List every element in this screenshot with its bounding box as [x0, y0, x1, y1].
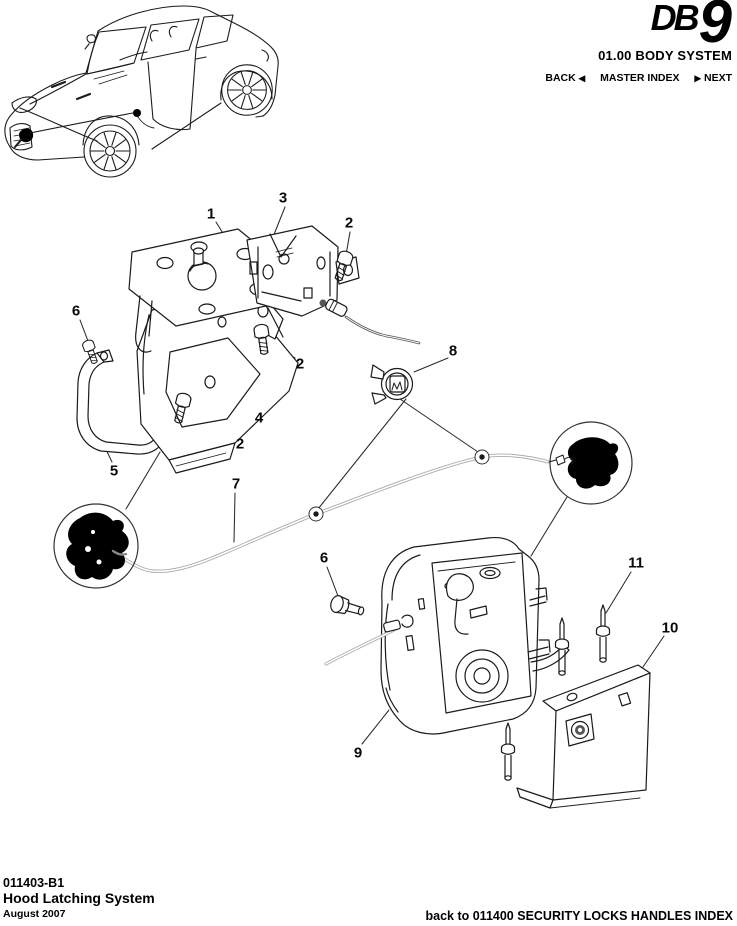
detail-circle-right: [548, 421, 633, 505]
callout-5: 5: [109, 462, 119, 480]
latch-cable-end: [319, 298, 421, 345]
page-header: DB 9 01.00 BODY SYSTEM BACK ◀ MASTER IND…: [492, 0, 732, 84]
footer-title-block: 011403-B1 Hood Latching System August 20…: [3, 876, 155, 921]
callout-3: 3: [278, 189, 288, 207]
hood-latch-location-marker: [14, 128, 34, 148]
part-1-latch-mounting-plate: [128, 228, 287, 353]
document-number: 011403-B1: [3, 875, 65, 890]
nav-bar: BACK ◀ MASTER INDEX ▶ NEXT: [492, 72, 732, 84]
cable-clip: [474, 449, 490, 465]
callout-2: 2: [235, 435, 245, 453]
db9-logo: DB 9: [492, 0, 732, 55]
next-arrow-icon: ▶: [694, 72, 702, 83]
back-arrow-icon: ◀: [578, 72, 586, 83]
part-8-grommet: [370, 364, 414, 405]
logo-db-text: DB: [650, 0, 700, 38]
part-10-mounting-bracket: [516, 664, 651, 809]
release-handle-location-marker: [133, 109, 141, 117]
back-button[interactable]: BACK ◀: [545, 72, 585, 84]
document-date: August 2007: [3, 908, 66, 921]
part-7-release-cable: [116, 449, 550, 574]
callout-1: 1: [206, 205, 216, 223]
back-button-label: BACK: [545, 72, 576, 84]
callout-6: 6: [71, 302, 81, 320]
detail-circle-left: [53, 503, 139, 589]
document-title: Hood Latching System: [3, 889, 155, 906]
callout-2: 2: [295, 355, 305, 373]
bolt-6a: [81, 338, 101, 366]
callout-6: 6: [319, 549, 329, 567]
callout-4: 4: [254, 409, 264, 427]
cable-clip: [308, 506, 324, 522]
master-index-button[interactable]: MASTER INDEX: [600, 72, 680, 84]
callout-7: 7: [231, 475, 241, 493]
next-button[interactable]: ▶ NEXT: [695, 72, 732, 84]
next-button-label: NEXT: [703, 72, 732, 84]
car-overview-illustration: [4, 5, 279, 178]
logo-nine-text: 9: [698, 0, 732, 55]
system-title: 01.00 BODY SYSTEM: [598, 48, 732, 63]
callout-9: 9: [353, 744, 363, 762]
callout-11: 11: [628, 554, 644, 572]
callout-10: 10: [661, 619, 679, 637]
part-9-release-handle-assembly: [324, 536, 570, 735]
back-to-index-link[interactable]: back to 011400 SECURITY LOCKS HANDLES IN…: [425, 909, 734, 923]
callout-8: 8: [448, 342, 458, 360]
callout-2: 2: [344, 214, 354, 232]
part-3-hood-latch: [246, 225, 360, 317]
bolt-6b: [330, 595, 365, 616]
